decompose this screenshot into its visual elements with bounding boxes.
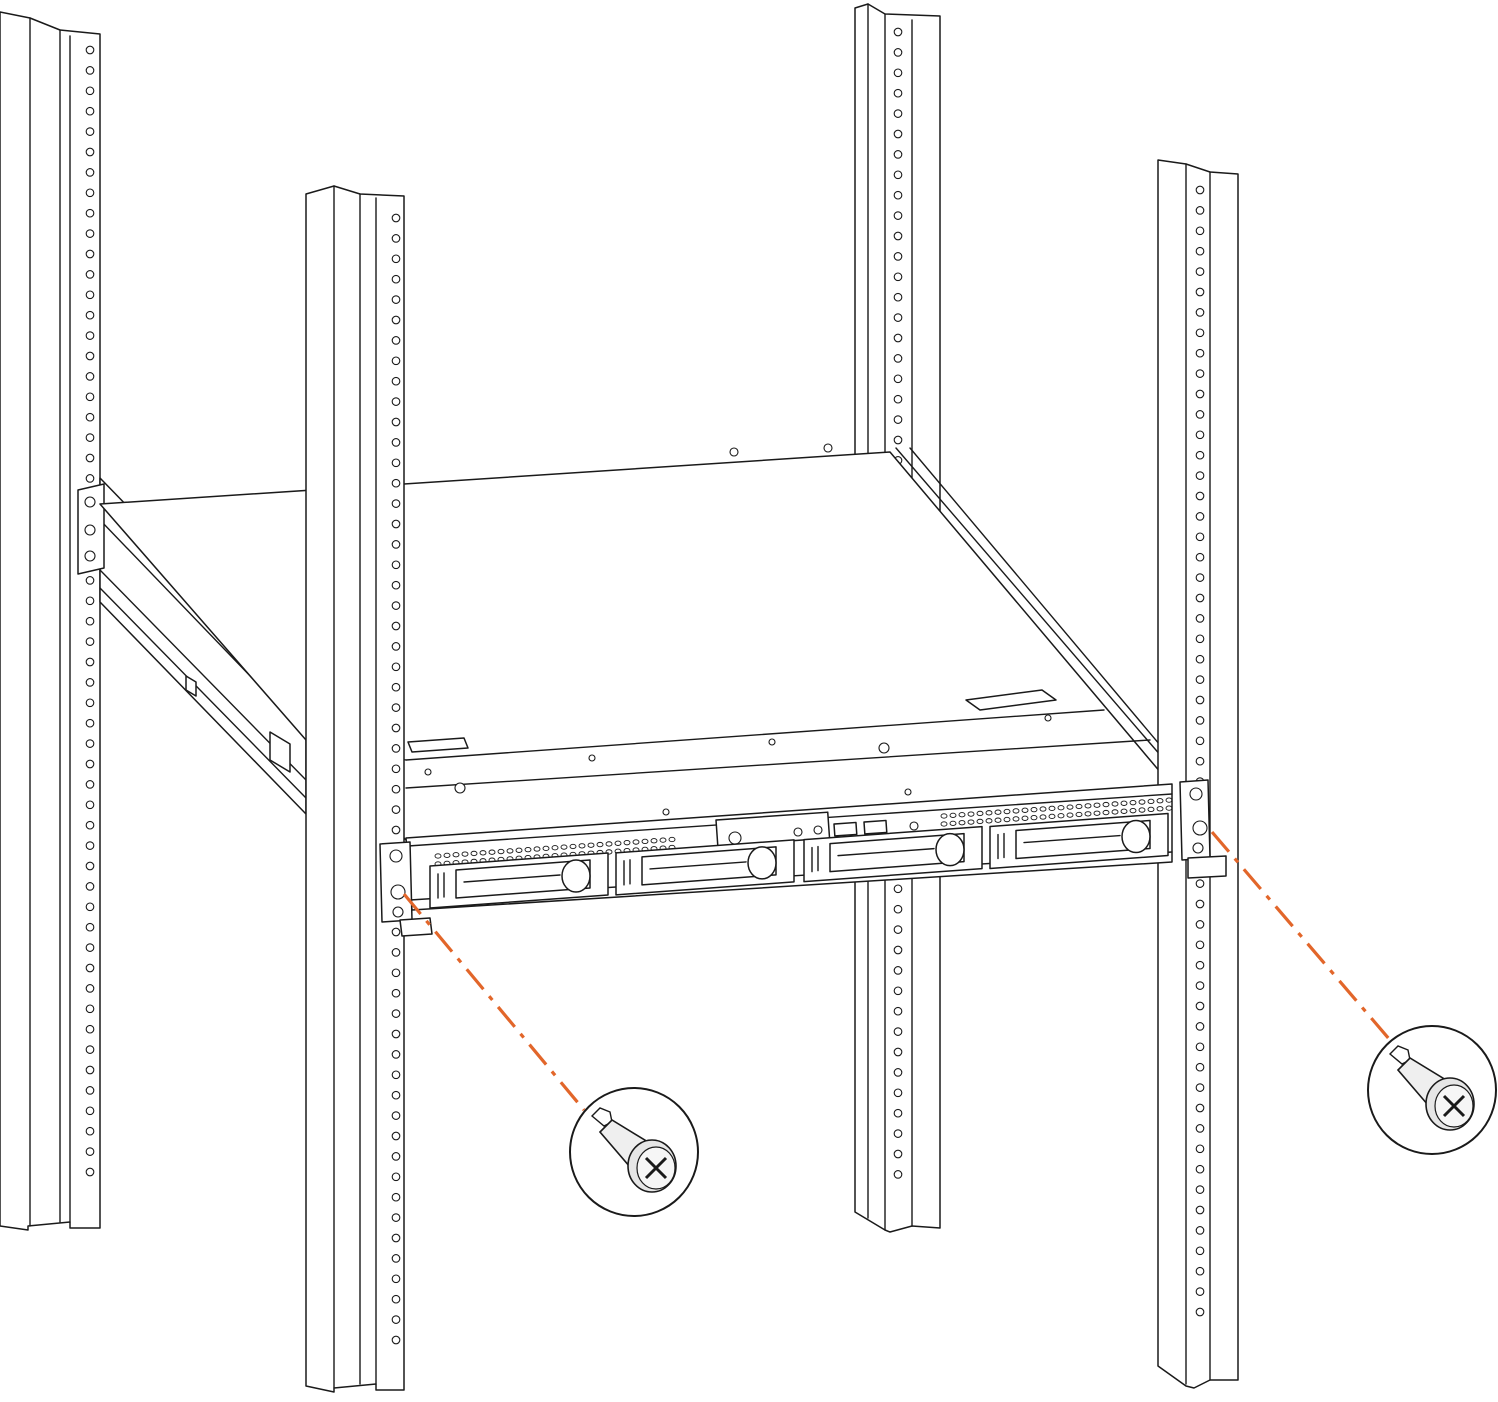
rack-post-front-left: [305, 185, 405, 1393]
thumbscrew-icon: [1388, 1045, 1475, 1131]
drive-bay[interactable]: [803, 825, 983, 883]
mounting-ear-left: [379, 841, 433, 937]
drive-bay[interactable]: [615, 839, 795, 896]
rack-post-holes: [85, 45, 95, 1177]
server-front-panel: [379, 779, 1227, 937]
vent-grille-left: [434, 836, 676, 867]
control-panel: [715, 811, 919, 847]
drive-bays: [429, 812, 1169, 909]
leader-line-left: [402, 892, 586, 1112]
rack-post-holes: [1195, 185, 1205, 1317]
vent-grille-right: [940, 797, 1173, 827]
thumbscrew-callout-right: [1367, 1025, 1497, 1155]
server-chassis: [99, 443, 1181, 841]
rack-post-back-left: [0, 11, 101, 1231]
rack-post-holes: [391, 213, 401, 1345]
mounting-ear-right: [1179, 779, 1227, 879]
rack-post-front-right: [1157, 159, 1239, 1389]
thumbscrew-icon: [590, 1107, 677, 1193]
drive-bay[interactable]: [989, 812, 1169, 870]
thumbscrew-callout-left: [569, 1087, 699, 1217]
drive-bay[interactable]: [429, 852, 609, 909]
leader-line-right: [1210, 830, 1392, 1042]
